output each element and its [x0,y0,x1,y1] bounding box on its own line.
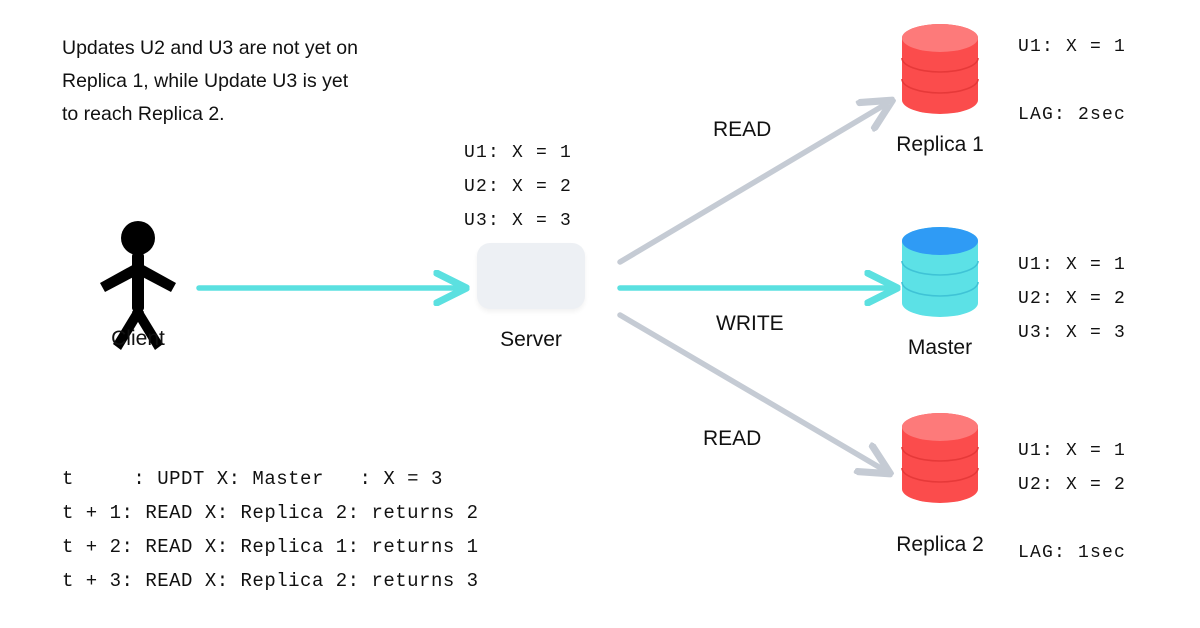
replica-2-label: Replica 2 [896,533,984,556]
database-cylinder-icon [901,227,979,317]
database-cylinder-icon [901,413,979,503]
arrow-read-replica-2 [617,312,884,470]
replica-1-state-text: U1: X = 1 LAG: 2sec [1018,37,1127,125]
master-label: Master [907,336,973,359]
edge-label-read-replica-2: READ [703,427,762,450]
client-label: Client [111,327,165,350]
timeline-text: t : UPDT X: Master : X = 3 t + 1: READ X… [62,468,479,592]
server-state-text: U1: X = 1 U2: X = 2 U3: X = 3 [464,143,573,231]
replica-1-label: Replica 1 [896,133,984,156]
person-icon [100,221,176,350]
master-state-text: U1: X = 1 U2: X = 2 U3: X = 3 [1018,255,1127,343]
database-cylinder-icon [901,24,979,114]
explanation-note: Updates U2 and U3 are not yet on Replica… [62,37,358,125]
server-label: Server [500,328,562,351]
replica-2-state-text: U1: X = 1 U2: X = 2 LAG: 1sec [1018,441,1127,563]
arrow-read-replica-1 [617,104,886,265]
edge-label-write-master: WRITE [716,312,784,335]
server-box[interactable] [477,243,585,309]
edge-label-read-replica-1: READ [713,118,772,141]
